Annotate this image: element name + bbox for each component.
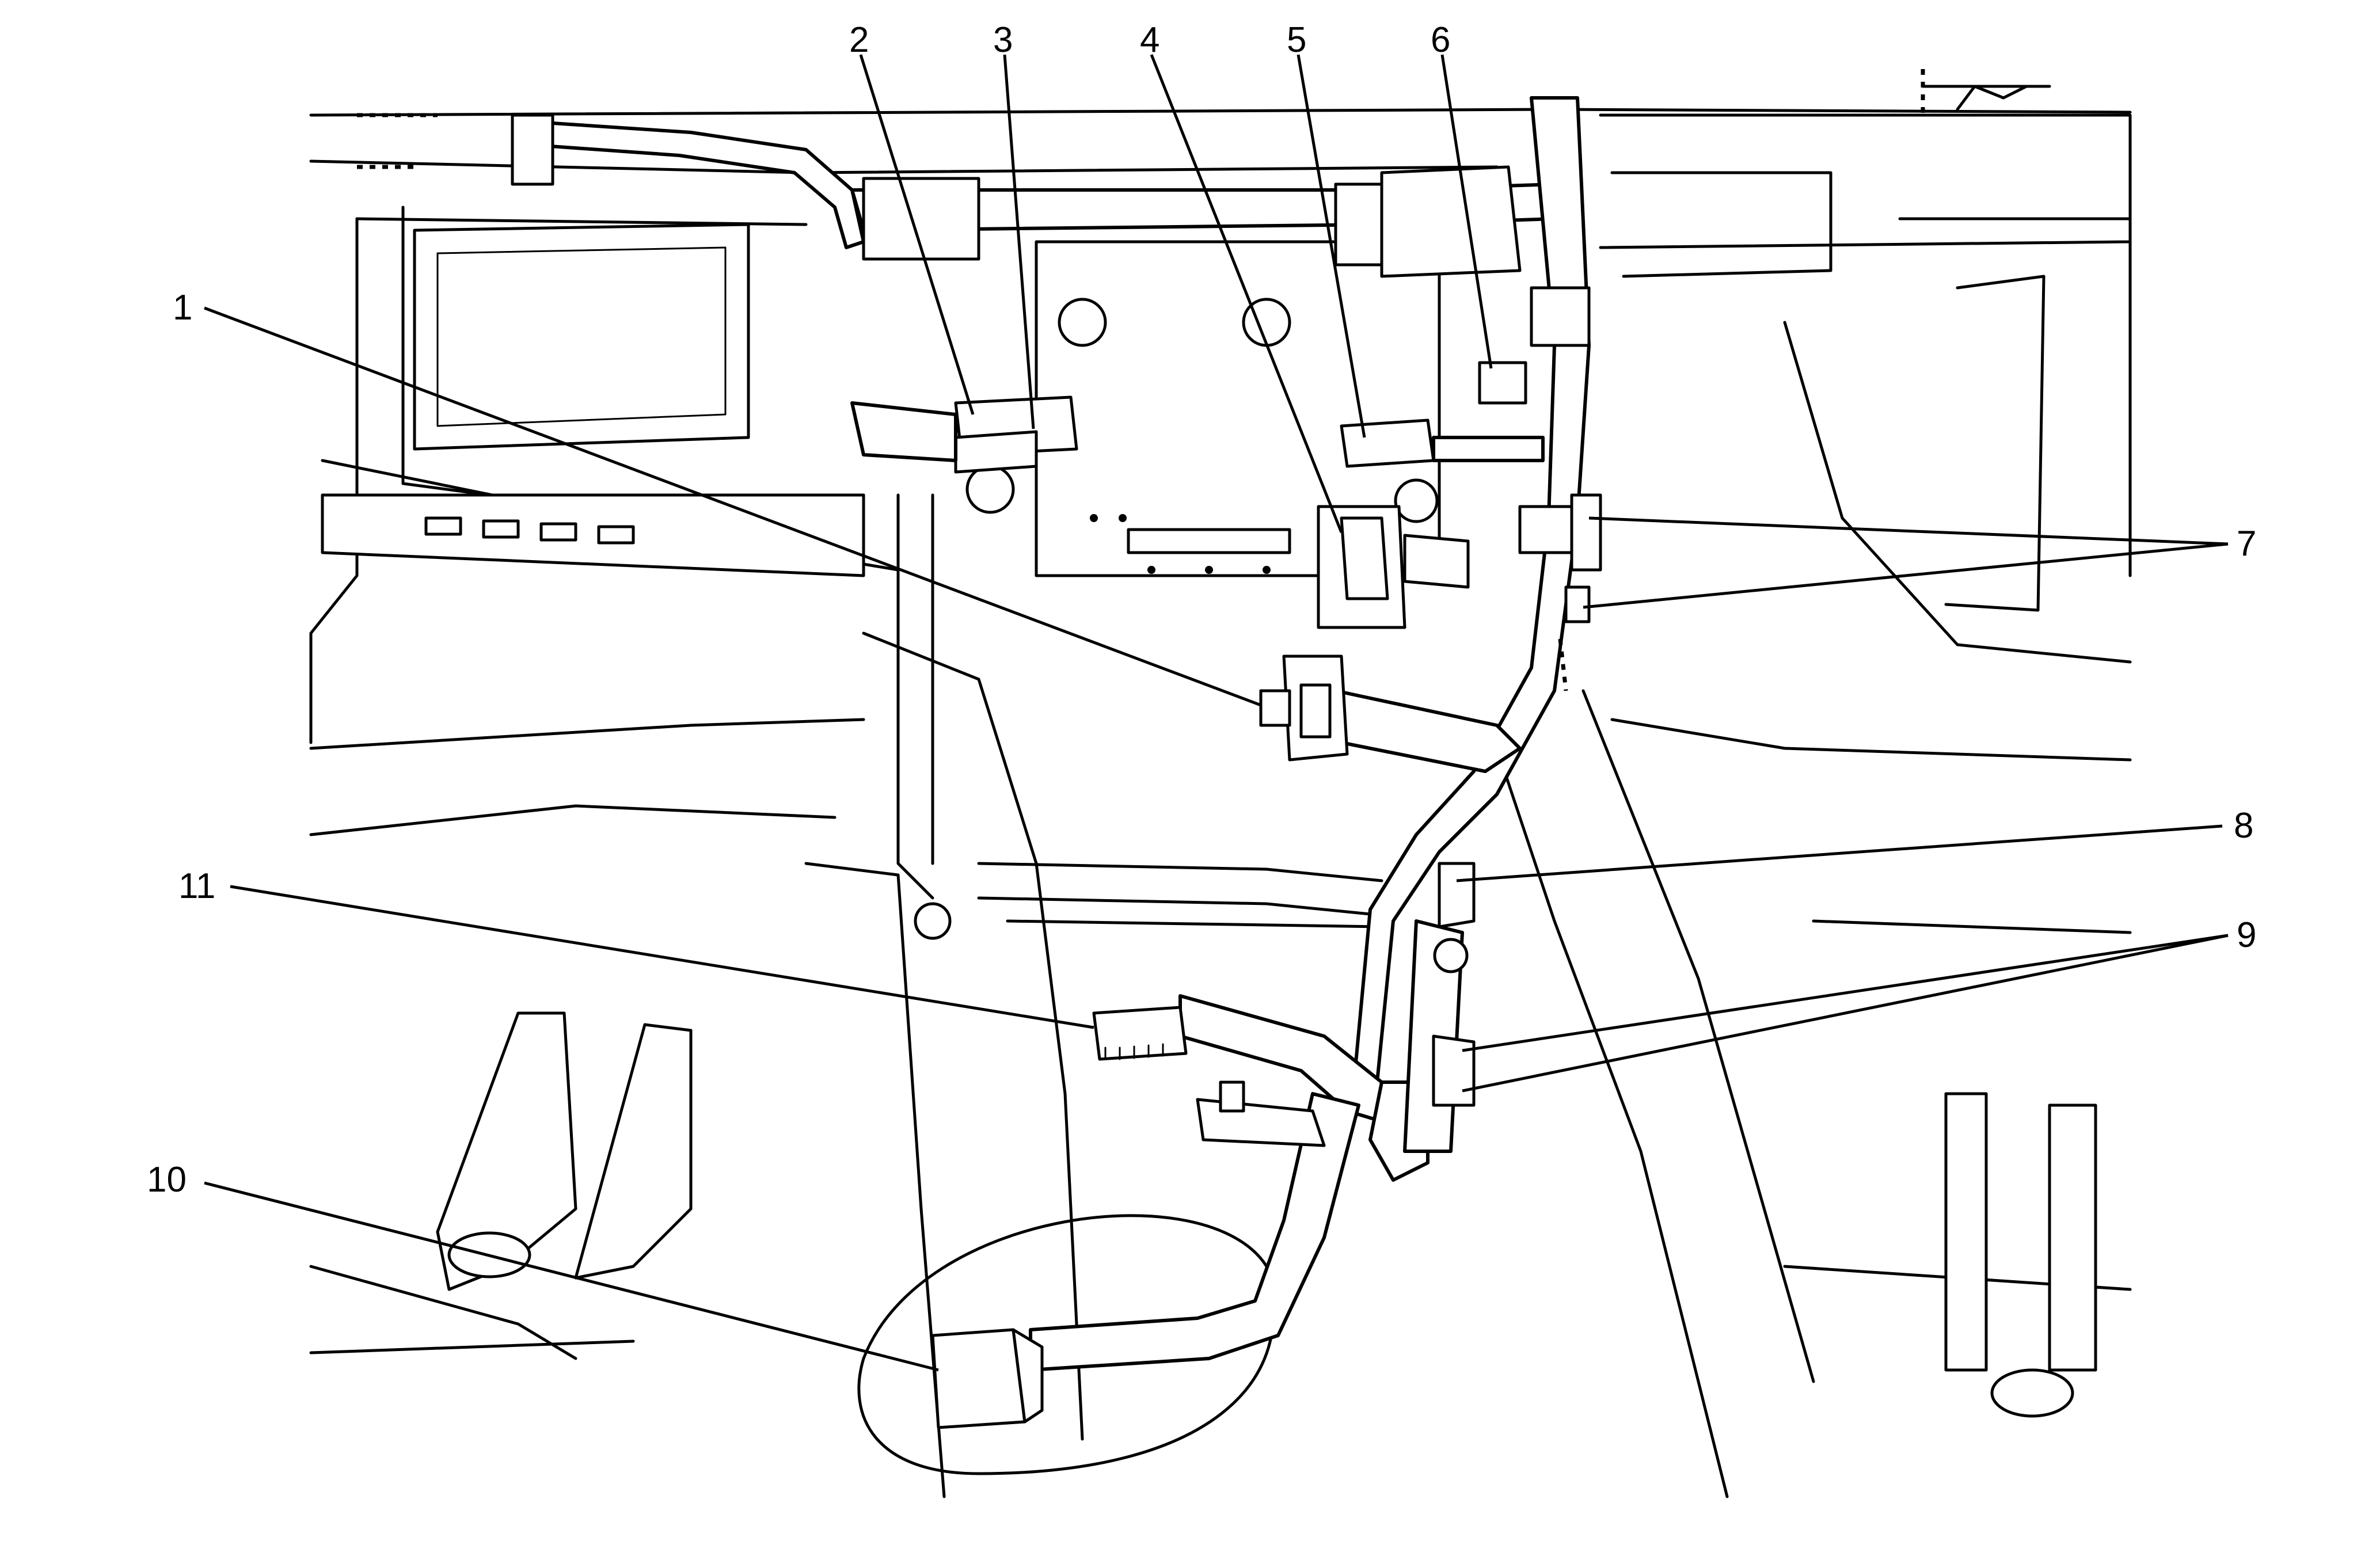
callout-10: 10: [147, 1160, 187, 1200]
connector-11: [1092, 1006, 1188, 1061]
connector-2-3: [850, 395, 1078, 474]
component-4: [1317, 505, 1470, 629]
leader-11: [230, 885, 1094, 1029]
callout-2: 2: [849, 20, 869, 60]
connectors: [850, 361, 1602, 1429]
callout-7: 7: [2237, 524, 2256, 564]
leader-8: [1456, 824, 2223, 882]
vehicle-body-structure: [309, 69, 2132, 1498]
leader-7b: [1583, 542, 2229, 609]
leader-5: [1297, 54, 1366, 438]
leader-9a: [1462, 934, 2229, 1052]
leader-10: [204, 1181, 939, 1372]
connector-1: [1259, 654, 1349, 762]
leader-2: [859, 54, 975, 415]
wiring-harness: [511, 96, 1591, 1372]
callout-1: 1: [173, 288, 192, 328]
clip-7: [1558, 493, 1602, 691]
callout-11: 11: [178, 866, 215, 906]
callout-9: 9: [2237, 915, 2256, 955]
leader-4: [1150, 54, 1343, 533]
connector-10: [931, 1328, 1044, 1429]
callout-4: 4: [1140, 20, 1159, 60]
connector-5: [1340, 418, 1545, 468]
leader-7a: [1588, 516, 2229, 546]
callout-labels: 1 2 3 4 5 6 7 8 9 10 11: [147, 20, 2256, 1200]
leader-lines: [204, 54, 2229, 1372]
leader-1: [204, 306, 1261, 707]
connector-6: [1478, 361, 1527, 405]
callout-8: 8: [2234, 806, 2253, 846]
leader-6: [1440, 54, 1493, 369]
callout-6: 6: [1431, 20, 1450, 60]
callout-5: 5: [1287, 20, 1306, 60]
leader-3: [1003, 54, 1035, 429]
callout-3: 3: [993, 20, 1013, 60]
connector-9: [1432, 1034, 1476, 1107]
leader-9b: [1462, 934, 2229, 1093]
